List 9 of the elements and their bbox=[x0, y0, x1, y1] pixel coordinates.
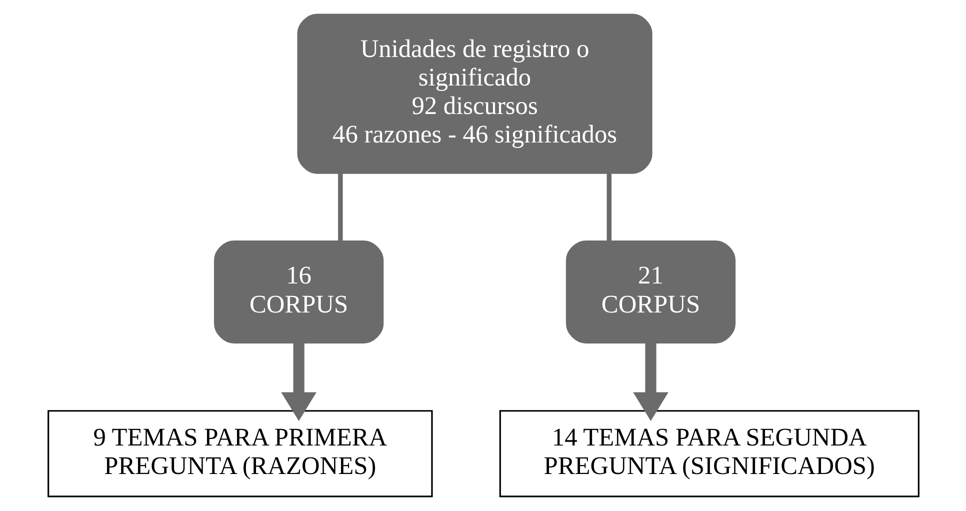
connector bbox=[606, 173, 612, 241]
node-box: 21 CORPUS bbox=[565, 240, 736, 344]
node-box: 14 TEMAS PARA SEGUNDA PREGUNTA (SIGNIFICADOS) bbox=[498, 410, 919, 498]
node-box: Unidades de registro o significado 92 discursos 46 razones - 46 significados bbox=[296, 14, 652, 174]
arrow bbox=[280, 343, 316, 422]
arrow bbox=[632, 343, 668, 422]
node-box: 9 TEMAS PARA PRIMERA PREGUNTA (RAZONES) bbox=[47, 410, 432, 498]
node-box: 16 CORPUS bbox=[214, 240, 384, 344]
connector bbox=[338, 173, 342, 241]
